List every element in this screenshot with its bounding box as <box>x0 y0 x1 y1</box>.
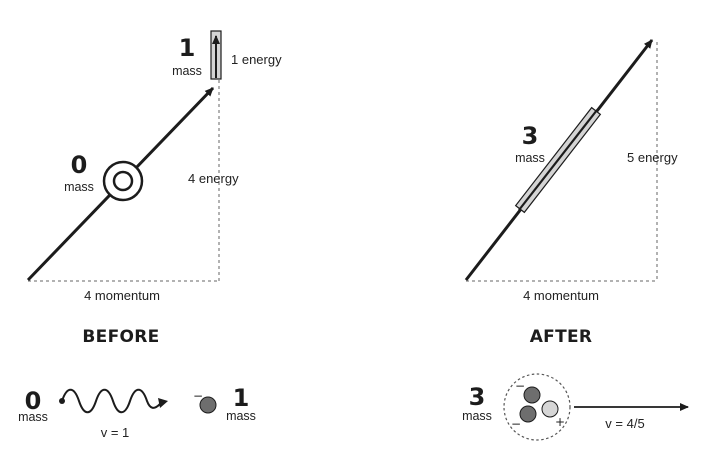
before-momentum-label: 4 momentum <box>84 288 160 303</box>
bottom-photon-mass-value: 0 <box>25 387 42 415</box>
plus-sign: + <box>555 415 565 429</box>
composite-boundary <box>503 373 571 441</box>
electron-ball-bottom <box>519 405 537 423</box>
before-energy-label: 4 energy <box>188 171 239 186</box>
positron-ball <box>541 400 559 418</box>
minus-sign-bottom: − <box>511 417 521 431</box>
before-particle-mass-word: mass <box>172 64 202 78</box>
photon-velocity-label: v = 1 <box>101 425 130 440</box>
electron-ball <box>199 396 217 414</box>
after-panel: 3 mass 5 energy 4 momentum AFTER <box>464 39 678 347</box>
before-heading: BEFORE <box>82 327 159 347</box>
before-particle-mass-value: 1 <box>179 34 196 62</box>
bottom-after-mass-word: mass <box>462 409 492 423</box>
electron-ball-top <box>523 386 541 404</box>
before-panel: 1 mass 1 energy 0 mass 4 energy 4 moment… <box>26 30 282 347</box>
after-bar-axis <box>518 109 598 211</box>
composite-velocity-label: v = 4/5 <box>605 416 644 431</box>
after-momentum-label: 4 momentum <box>523 288 599 303</box>
photon-wave <box>61 388 161 414</box>
bottom-photon-mass-word: mass <box>18 410 48 424</box>
electron-charge-sign: − <box>193 389 203 403</box>
before-bottom-row: 0 mass v = 1 − 1 mass <box>18 384 256 440</box>
photon-wave-arrowhead <box>158 398 168 408</box>
bottom-particle-mass-value: 1 <box>233 384 250 412</box>
after-bottom-row: 3 mass − − + v = 4/5 <box>462 373 689 441</box>
before-particle-energy-label: 1 energy <box>231 52 282 67</box>
bottom-after-mass-value: 3 <box>469 383 486 411</box>
bottom-particle-mass-word: mass <box>226 409 256 423</box>
minus-sign-top: − <box>515 379 525 393</box>
before-photon-mass-word: mass <box>64 180 94 194</box>
before-photon-mass-value: 0 <box>71 151 88 179</box>
after-mass-value: 3 <box>522 122 539 150</box>
photon-symbol <box>102 160 144 202</box>
after-energy-label: 5 energy <box>627 150 678 165</box>
after-mass-word: mass <box>515 151 545 165</box>
after-heading: AFTER <box>530 327 593 347</box>
